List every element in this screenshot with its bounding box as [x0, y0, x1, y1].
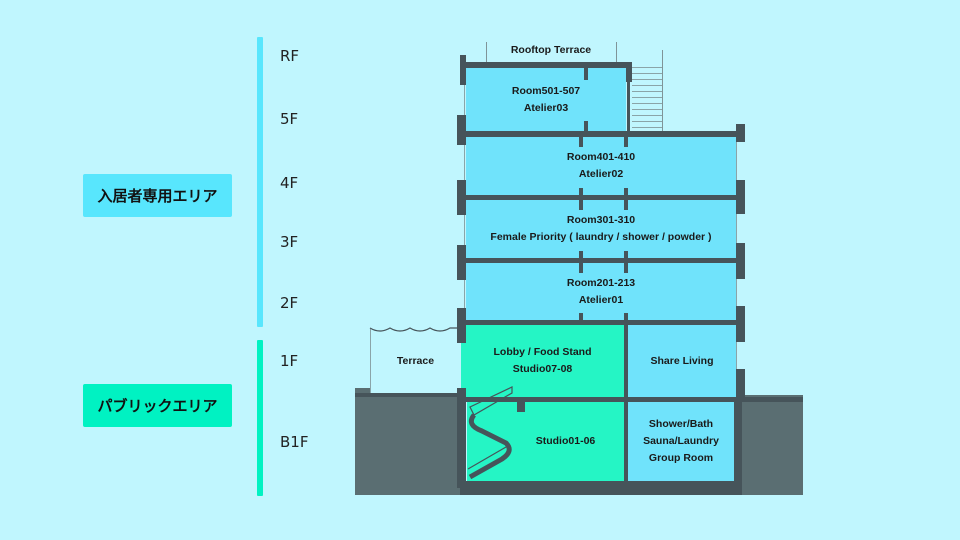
public-area-label: パブリックエリア — [97, 397, 218, 415]
studio: Studio01-06 — [467, 402, 624, 481]
slab-1f — [460, 397, 803, 402]
floor-label-3f: 3F — [280, 233, 299, 251]
partition-2f-a — [579, 263, 583, 273]
public-area-bar — [257, 340, 263, 496]
right-col-3 — [736, 243, 745, 279]
roof-stair-rail — [662, 50, 663, 132]
slab-4f — [460, 195, 742, 200]
room-5f: Room501-507 Atelier03 — [466, 68, 626, 132]
right-col-2 — [736, 306, 745, 342]
partition-4f-d — [624, 188, 628, 195]
slab-b1f — [460, 481, 742, 495]
bath-line3: Group Room — [648, 452, 714, 464]
stair-stub — [517, 402, 525, 412]
right-col-1 — [736, 369, 745, 399]
floor-label-rf: RF — [280, 47, 300, 65]
public-area-badge: パブリックエリア — [83, 384, 232, 427]
partition-5f-b — [584, 121, 588, 131]
left-col-5 — [457, 115, 466, 145]
studio-label: Studio01-06 — [535, 435, 596, 447]
lobby-line1: Lobby / Food Stand — [493, 346, 592, 358]
lobby-line2: Studio07-08 — [512, 363, 573, 375]
left-col-2 — [457, 308, 466, 343]
spiral-stair-icon — [467, 386, 513, 480]
floor-label-4f: 4F — [280, 174, 299, 192]
roof-core-thin — [627, 82, 630, 132]
resident-area-bar — [257, 37, 263, 327]
slab-roof — [460, 62, 632, 68]
rooftop-terrace-label: Rooftop Terrace — [510, 43, 592, 56]
partition-2f-c — [579, 313, 583, 320]
left-col-4 — [457, 180, 466, 215]
room-4f-line1: Room401-410 — [566, 151, 636, 163]
terrace: Terrace — [370, 329, 460, 393]
resident-area-label: 入居者専用エリア — [97, 187, 218, 205]
room-4f: Room401-410 Atelier02 — [466, 137, 736, 195]
partition-4f-b — [624, 137, 628, 147]
partition-2f-d — [624, 313, 628, 320]
room-3f: Room301-310 Female Priority ( laundry / … — [466, 200, 736, 258]
rooftop-rail-left — [486, 42, 487, 64]
left-wall-b1 — [457, 388, 466, 488]
bath-line2: Sauna/Laundry — [643, 435, 719, 447]
bath: Shower/Bath Sauna/Laundry Group Room — [628, 402, 734, 481]
room-3f-line1: Room301-310 — [566, 214, 636, 226]
left-col-r — [460, 55, 466, 85]
terrace-canopy — [369, 327, 458, 332]
partition-5f — [584, 68, 588, 80]
partition-2f-b — [624, 263, 628, 273]
room-2f-line1: Room201-213 — [566, 277, 636, 289]
room-5f-line2: Atelier03 — [523, 102, 569, 114]
left-col-3 — [457, 245, 466, 280]
partition-3f-d — [624, 251, 628, 258]
terrace-label: Terrace — [396, 354, 435, 367]
ground-left — [355, 388, 463, 495]
room-4f-line2: Atelier02 — [578, 168, 624, 180]
ground-right — [738, 395, 803, 495]
right-wall-b1 — [734, 397, 742, 487]
rooftop-terrace: Rooftop Terrace — [486, 42, 616, 58]
partition-4f-a — [579, 137, 583, 147]
partition-4f-c — [579, 188, 583, 195]
lobby: Lobby / Food Stand Studio07-08 — [461, 325, 624, 397]
floor-label-1f: 1F — [280, 352, 299, 370]
roof-stair — [632, 62, 662, 132]
partition-3f-c — [579, 251, 583, 258]
partition-3f-a — [579, 200, 583, 210]
partition-b1f — [624, 402, 628, 481]
terrace-floor — [355, 393, 463, 397]
rooftop-rail-right — [616, 42, 617, 64]
resident-area-badge: 入居者専用エリア — [83, 174, 232, 217]
room-5f-line1: Room501-507 — [511, 85, 581, 97]
share-living: Share Living — [628, 325, 736, 397]
slab-5f — [460, 131, 742, 137]
bath-line1: Shower/Bath — [648, 418, 714, 430]
partition-3f-b — [624, 200, 628, 210]
right-col-4 — [736, 180, 745, 214]
slab-3f — [460, 258, 742, 263]
roof-core-wall — [626, 62, 632, 82]
right-col-5 — [736, 124, 745, 142]
room-2f: Room201-213 Atelier01 — [466, 263, 736, 321]
floor-label-2f: 2F — [280, 294, 299, 312]
room-2f-line2: Atelier01 — [578, 294, 624, 306]
share-living-label: Share Living — [650, 354, 714, 367]
partition-1f — [624, 325, 628, 397]
floor-label-b1f: B1F — [280, 433, 309, 451]
slab-2f — [460, 320, 742, 325]
room-3f-line2: Female Priority ( laundry / shower / pow… — [490, 231, 712, 243]
floor-label-5f: 5F — [280, 110, 299, 128]
